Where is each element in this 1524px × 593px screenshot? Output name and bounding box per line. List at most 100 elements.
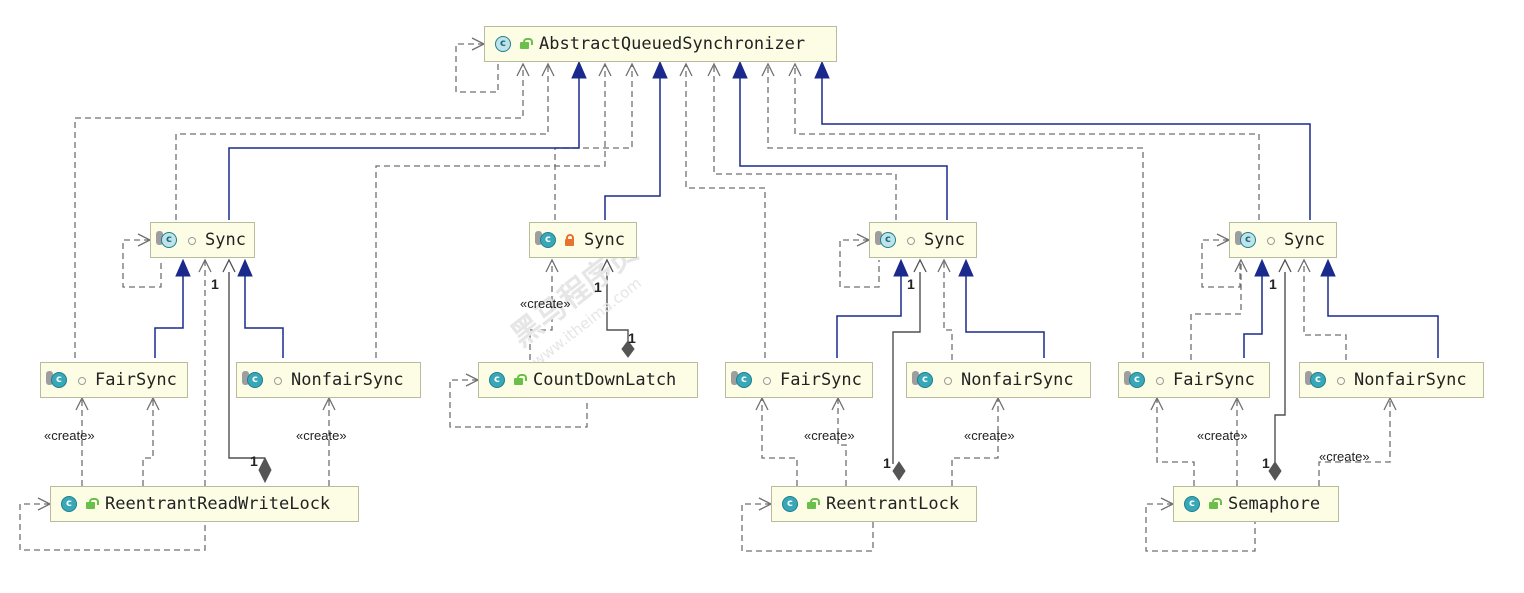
class-name: AbstractQueuedSynchronizer bbox=[539, 34, 806, 54]
class-icon: c bbox=[59, 494, 79, 514]
class-rrwl-sync[interactable]: c Sync bbox=[150, 222, 255, 258]
class-rrwl-fair-sync[interactable]: c FairSync bbox=[40, 362, 188, 398]
dep-sem-self bbox=[1145, 503, 1256, 552]
create-label-sem-nonfair: «create» bbox=[1319, 449, 1370, 464]
multiplicity-rrwl-sync: 1 bbox=[211, 276, 219, 292]
public-visibility-icon bbox=[519, 38, 533, 50]
dep-sem-create-nonfair bbox=[1318, 398, 1391, 486]
class-icon: c bbox=[780, 494, 800, 514]
dep-rrwl-to-fair bbox=[142, 398, 154, 486]
association-open-arrowheads bbox=[222, 258, 1292, 273]
public-visibility-icon bbox=[1208, 498, 1222, 510]
class-name: ReentrantReadWriteLock bbox=[105, 494, 331, 514]
inh-rrwl-sync-aqs bbox=[228, 70, 580, 220]
inh-cdl-sync-aqs bbox=[604, 70, 661, 220]
multiplicity-cdl-owner: 1 bbox=[628, 330, 636, 346]
dep-sem-fair-aqs bbox=[767, 64, 1144, 358]
class-rl-nonfair-sync[interactable]: c NonfairSync bbox=[906, 362, 1091, 398]
dep-cdl-sync-aqs bbox=[554, 64, 633, 220]
abstract-class-icon: c bbox=[1235, 230, 1258, 250]
multiplicity-sem-owner: 1 bbox=[1262, 455, 1270, 471]
diamond-rl bbox=[892, 461, 906, 481]
create-label-cdl: «create» bbox=[520, 296, 571, 311]
inh-sem-nonfair bbox=[1327, 276, 1439, 358]
package-visibility-icon bbox=[760, 374, 772, 386]
abstract-class-icon: c bbox=[493, 34, 513, 54]
package-visibility-icon bbox=[271, 374, 283, 386]
inh-sem-fair bbox=[1243, 276, 1263, 358]
class-icon: c bbox=[46, 370, 69, 390]
diamond-rrwl bbox=[258, 456, 272, 484]
class-icon: c bbox=[731, 370, 754, 390]
abstract-class-icon: c bbox=[156, 230, 179, 250]
package-visibility-icon bbox=[185, 234, 197, 246]
public-visibility-icon bbox=[85, 498, 99, 510]
dep-rl-create-nonfair bbox=[951, 398, 999, 486]
class-cdl-sync[interactable]: c Sync bbox=[529, 222, 637, 258]
class-icon: c bbox=[912, 370, 935, 390]
class-name: ReentrantLock bbox=[826, 494, 960, 514]
class-sem-nonfair-sync[interactable]: c NonfairSync bbox=[1299, 362, 1484, 398]
inheritance-lines bbox=[154, 70, 1439, 358]
inh-rl-fair bbox=[836, 276, 902, 358]
class-semaphore[interactable]: c Semaphore bbox=[1173, 486, 1339, 522]
inh-sem-sync-aqs bbox=[821, 70, 1311, 220]
dep-sem-nonfair-sync bbox=[1303, 260, 1347, 360]
multiplicity-rl-owner: 1 bbox=[883, 455, 891, 471]
class-icon: c bbox=[242, 370, 265, 390]
package-visibility-icon bbox=[1153, 374, 1165, 386]
class-name: NonfairSync bbox=[1354, 370, 1467, 390]
assoc-rrwl-sync bbox=[228, 272, 265, 459]
create-label-rrwl-fair: «create» bbox=[44, 428, 95, 443]
class-name: Sync bbox=[1284, 230, 1325, 250]
class-rl-sync[interactable]: c Sync bbox=[869, 222, 977, 258]
class-name: Semaphore bbox=[1228, 494, 1321, 514]
class-abstract-queued-synchronizer[interactable]: c AbstractQueuedSynchronizer bbox=[484, 26, 837, 62]
dep-sem-create-fair bbox=[1156, 398, 1195, 486]
dep-rl-sync-self bbox=[839, 239, 880, 288]
private-visibility-icon bbox=[564, 234, 576, 246]
dep-rrwl-sync-aqs bbox=[175, 64, 549, 220]
inh-rrwl-fair bbox=[154, 276, 184, 358]
dep-cdl-create-sync bbox=[529, 260, 553, 360]
class-name: NonfairSync bbox=[961, 370, 1074, 390]
class-name: NonfairSync bbox=[291, 370, 404, 390]
dep-rl-sync-aqs bbox=[713, 64, 897, 220]
dep-rrwl-self bbox=[19, 503, 206, 551]
create-label-rrwl-nonfair: «create» bbox=[296, 428, 347, 443]
dep-cdl-self bbox=[449, 379, 588, 428]
create-label-rl-nonfair: «create» bbox=[964, 428, 1015, 443]
class-name: FairSync bbox=[95, 370, 177, 390]
class-name: FairSync bbox=[1173, 370, 1255, 390]
association-lines bbox=[228, 272, 1286, 464]
dep-rl-create-fair bbox=[761, 398, 798, 486]
diamond-sem bbox=[1268, 461, 1282, 481]
abstract-class-icon: c bbox=[875, 230, 898, 250]
multiplicity-cdl-sync: 1 bbox=[594, 279, 602, 295]
class-rrwl-nonfair-sync[interactable]: c NonfairSync bbox=[236, 362, 421, 398]
package-visibility-icon bbox=[941, 374, 953, 386]
class-icon: c bbox=[1124, 370, 1147, 390]
package-visibility-icon bbox=[904, 234, 916, 246]
class-reentrant-lock[interactable]: c ReentrantLock bbox=[771, 486, 977, 522]
class-icon: c bbox=[487, 370, 507, 390]
dep-rl-to-fair bbox=[837, 398, 847, 486]
multiplicity-sem-sync: 1 bbox=[1269, 276, 1277, 292]
assoc-rl-sync bbox=[892, 272, 921, 464]
composition-diamonds bbox=[258, 340, 1282, 484]
public-visibility-icon bbox=[513, 374, 527, 386]
class-sem-sync[interactable]: c Sync bbox=[1229, 222, 1337, 258]
dep-rrwl-fair-aqs bbox=[74, 64, 524, 358]
package-visibility-icon bbox=[1264, 234, 1276, 246]
diamond-cdl bbox=[621, 340, 635, 358]
dep-sem-sync-self bbox=[1201, 239, 1241, 288]
class-reentrant-read-write-lock[interactable]: c ReentrantReadWriteLock bbox=[50, 486, 359, 522]
class-count-down-latch[interactable]: c CountDownLatch bbox=[478, 362, 698, 398]
class-rl-fair-sync[interactable]: c FairSync bbox=[725, 362, 873, 398]
create-label-sem-fair: «create» bbox=[1197, 428, 1248, 443]
class-name: Sync bbox=[584, 230, 625, 250]
class-sem-fair-sync[interactable]: c FairSync bbox=[1118, 362, 1270, 398]
multiplicity-rl-sync: 1 bbox=[907, 276, 915, 292]
dependency-lines bbox=[19, 43, 1391, 552]
